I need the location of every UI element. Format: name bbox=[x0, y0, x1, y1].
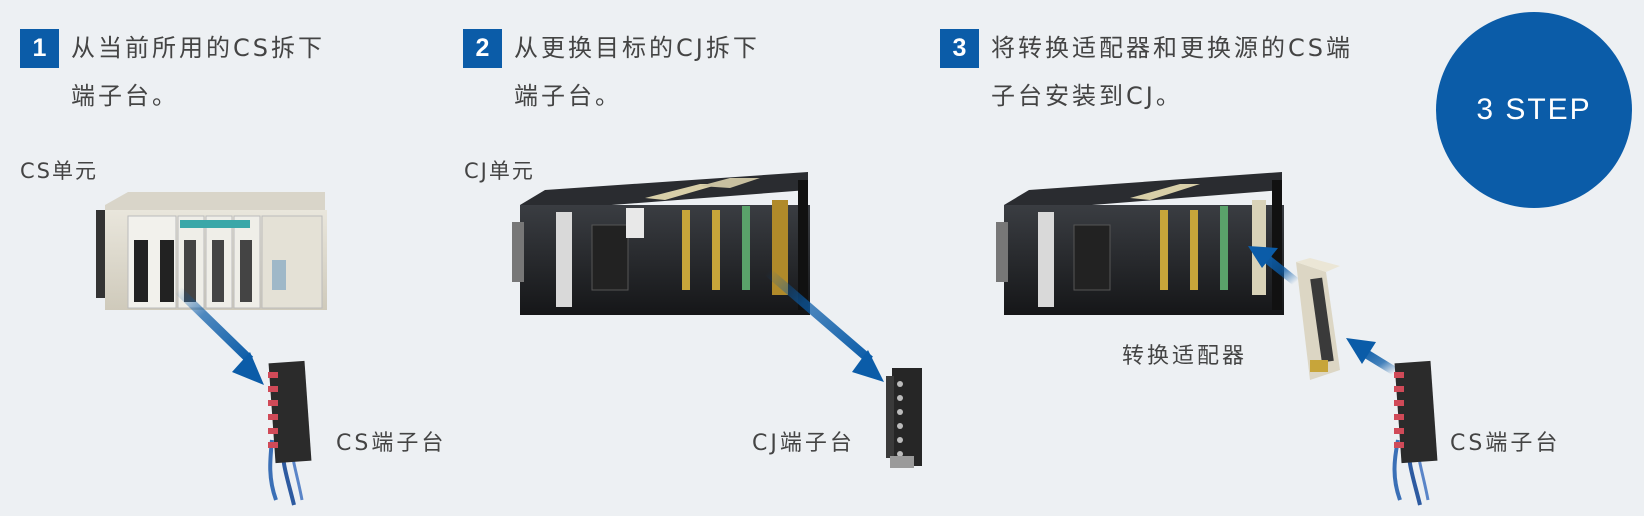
step-1-text: 从当前所用的CS拆下 端子台。 bbox=[71, 24, 325, 120]
cj-unit-label: CJ单元 bbox=[464, 159, 535, 183]
step-1-header: 1 从当前所用的CS拆下 端子台。 bbox=[20, 29, 325, 120]
cs-unit-image bbox=[96, 192, 327, 310]
step-2-line1: 从更换目标的CJ拆下 bbox=[514, 34, 760, 62]
cj-terminal-block bbox=[886, 368, 922, 468]
arrow-insert-cs-terminal bbox=[1346, 338, 1399, 376]
step-2-text: 从更换目标的CJ拆下 端子台。 bbox=[514, 24, 760, 120]
step-3-line2: 子台安装到CJ。 bbox=[991, 82, 1183, 110]
step-2-header: 2 从更换目标的CJ拆下 端子台。 bbox=[463, 29, 760, 120]
cs-terminal-label-1: CS端子台 bbox=[336, 431, 447, 456]
adapter-label: 转换适配器 bbox=[1122, 344, 1248, 369]
step-3-text: 将转换适配器和更换源的CS端 子台安装到CJ。 bbox=[991, 24, 1353, 120]
arrow-insert-adapter bbox=[1248, 246, 1299, 286]
step-1-line2: 端子台。 bbox=[71, 82, 179, 110]
arrow-remove-cj bbox=[765, 268, 884, 382]
step-2-number: 2 bbox=[463, 29, 502, 68]
arrow-remove-cs bbox=[174, 286, 264, 385]
step-3-number: 3 bbox=[940, 29, 979, 68]
cs-terminal-block-1 bbox=[268, 360, 312, 506]
step-3-line1: 将转换适配器和更换源的CS端 bbox=[991, 34, 1353, 62]
step-1-line1: 从当前所用的CS拆下 bbox=[71, 34, 325, 62]
step-3-header: 3 将转换适配器和更换源的CS端 子台安装到CJ。 bbox=[940, 29, 1353, 120]
conversion-adapter-image bbox=[1296, 258, 1340, 380]
cs-terminal-label-2: CS端子台 bbox=[1450, 431, 1561, 456]
cj-unit-assembled-image bbox=[996, 172, 1284, 315]
cj-terminal-label: CJ端子台 bbox=[752, 431, 855, 456]
step-count-badge: 3 STEP bbox=[1436, 12, 1632, 208]
cj-unit-image bbox=[512, 172, 810, 315]
step-2-line2: 端子台。 bbox=[514, 82, 622, 110]
step-1-number: 1 bbox=[20, 29, 59, 68]
cs-terminal-block-2 bbox=[1392, 360, 1438, 506]
cs-unit-label: CS单元 bbox=[20, 159, 98, 183]
